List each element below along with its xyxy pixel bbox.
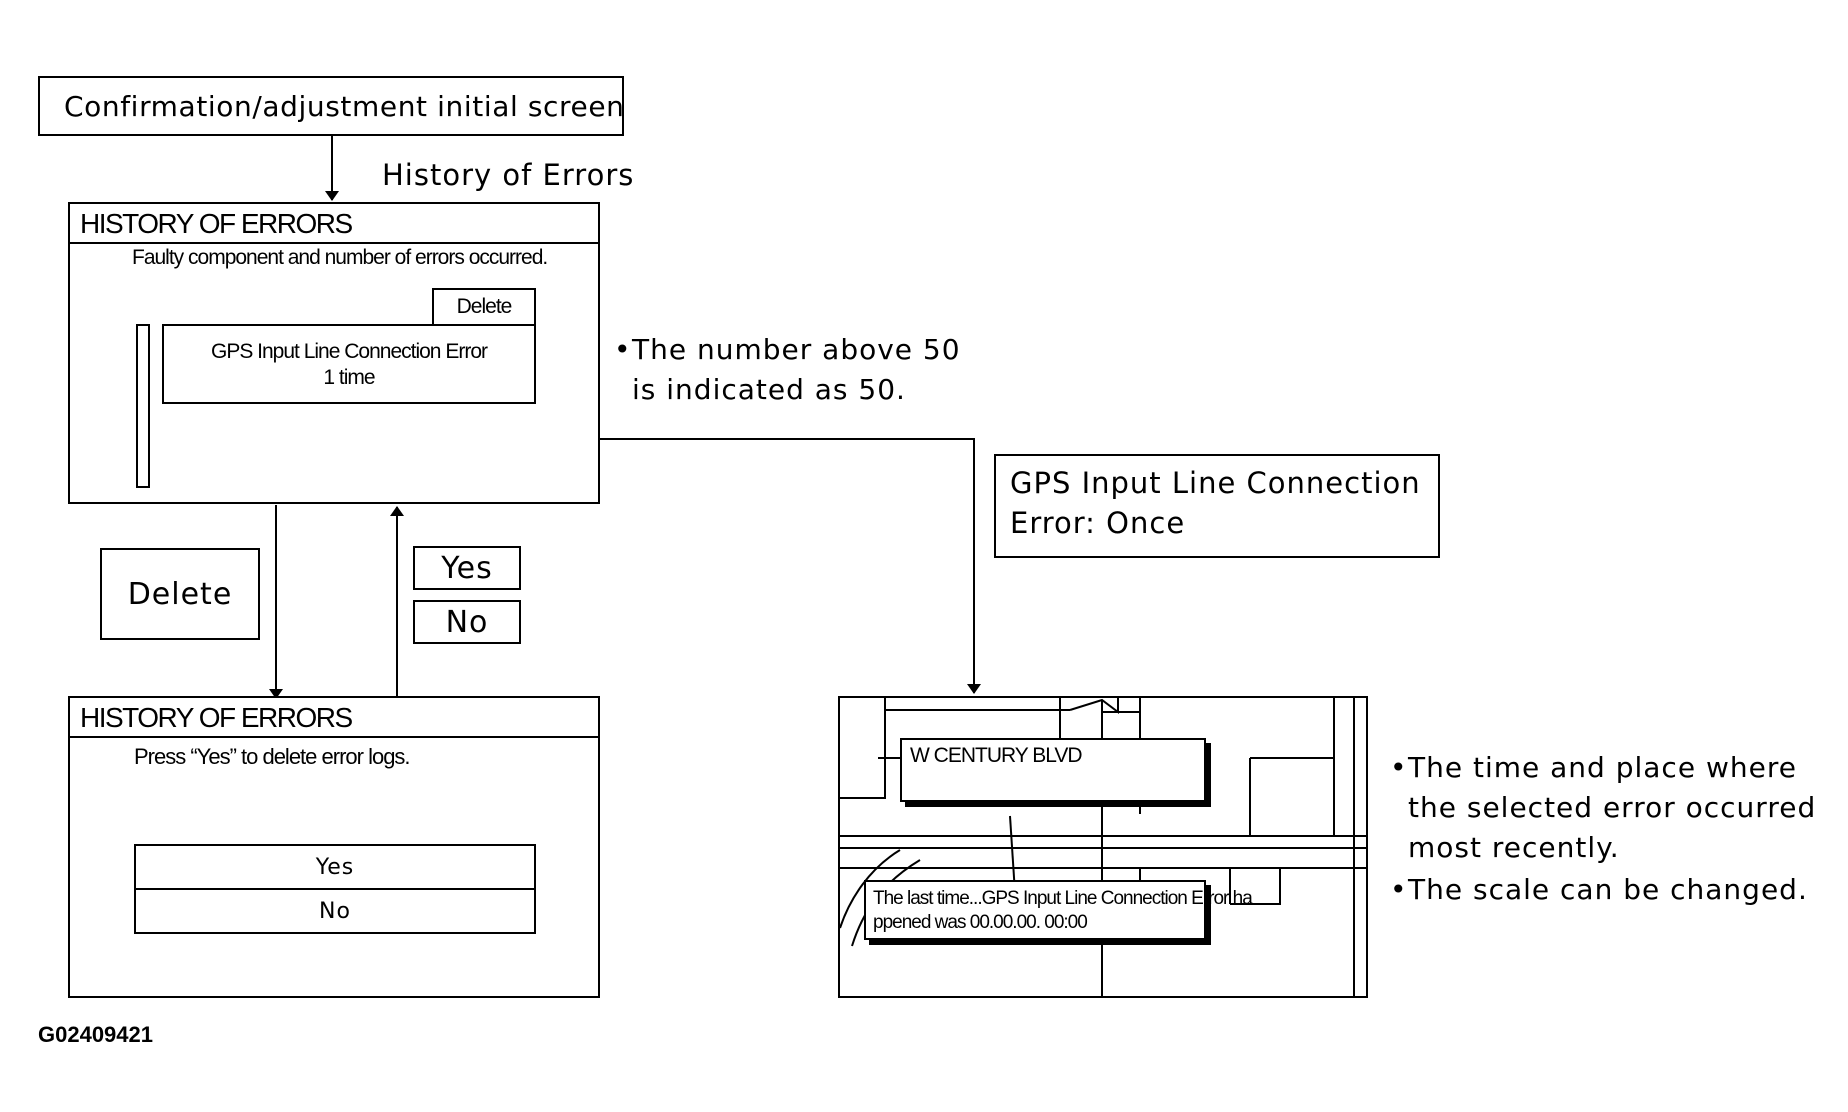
initial-screen-box: Confirmation/adjustment initial screen <box>38 76 624 136</box>
last-error-message: The last time...GPS Input Line Connectio… <box>864 880 1253 940</box>
note-map-line: most recently. <box>1408 831 1620 864</box>
error-entry-count: 1 time <box>323 366 375 389</box>
error-callout: GPS Input Line Connection Error: Once <box>994 454 1440 558</box>
yes-option-label: Yes <box>315 855 355 880</box>
note-map-line: the selected error occurred <box>1408 791 1817 824</box>
error-entry[interactable]: GPS Input Line Connection Error 1 time <box>162 324 536 404</box>
confirm-screen-title: HISTORY OF ERRORS <box>80 702 353 733</box>
map-screen: W CENTURY BLVD The last time...GPS Input… <box>838 696 1368 998</box>
delete-callout-label: Delete <box>127 577 233 612</box>
scrollbar[interactable] <box>136 324 150 488</box>
history-screen-divider <box>70 242 598 244</box>
note-max-line: is indicated as 50. <box>632 373 906 406</box>
note-map-bullet: • <box>1390 751 1408 784</box>
note-map-scale: • The scale can be changed. <box>1390 870 1808 910</box>
history-screen-subtitle: Faulty component and number of errors oc… <box>132 246 548 269</box>
error-callout-line: GPS Input Line Connection <box>1010 466 1421 500</box>
note-map-location: • The time and place where the selected … <box>1390 748 1816 868</box>
error-callout-line: Error: Once <box>1010 506 1186 540</box>
note-scale-line: The scale can be changed. <box>1408 873 1808 906</box>
street-label-box: W CENTURY BLVD <box>900 738 1206 802</box>
delete-button[interactable]: Delete <box>432 288 536 328</box>
note-max-count: • The number above 50 is indicated as 50… <box>614 330 961 410</box>
no-callout-label: No <box>445 605 489 640</box>
note-scale-bullet: • <box>1390 873 1408 906</box>
delete-callout: Delete <box>100 548 260 640</box>
no-option-label: No <box>319 899 351 924</box>
yes-callout: Yes <box>413 546 521 590</box>
note-max-line: The number above 50 <box>632 333 961 366</box>
transition-label: History of Errors <box>382 158 635 192</box>
yes-option[interactable]: Yes <box>134 844 536 890</box>
no-option[interactable]: No <box>134 888 536 934</box>
no-callout: No <box>413 600 521 644</box>
message-line: The last time...GPS Input Line Connectio… <box>873 888 1253 909</box>
figure-id: G02409421 <box>38 1022 153 1047</box>
yes-callout-label: Yes <box>441 551 493 586</box>
confirm-prompt: Press “Yes” to delete error logs. <box>134 744 411 769</box>
confirm-delete-screen: HISTORY OF ERRORS Press “Yes” to delete … <box>68 696 600 998</box>
delete-button-label: Delete <box>456 295 513 318</box>
message-line: ppened was 00.00.00. 00:00 <box>873 912 1088 933</box>
arrow-history-to-map <box>599 438 981 694</box>
error-entry-name: GPS Input Line Connection Error <box>210 340 488 363</box>
note-map-line: The time and place where <box>1408 751 1797 784</box>
history-screen: HISTORY OF ERRORS Faulty component and n… <box>68 202 600 504</box>
confirm-screen-divider <box>70 736 598 738</box>
street-name: W CENTURY BLVD <box>910 744 1083 767</box>
history-screen-title: HISTORY OF ERRORS <box>80 208 353 239</box>
note-max-bullet: • <box>614 333 632 366</box>
initial-screen-label: Confirmation/adjustment initial screen <box>64 90 625 123</box>
